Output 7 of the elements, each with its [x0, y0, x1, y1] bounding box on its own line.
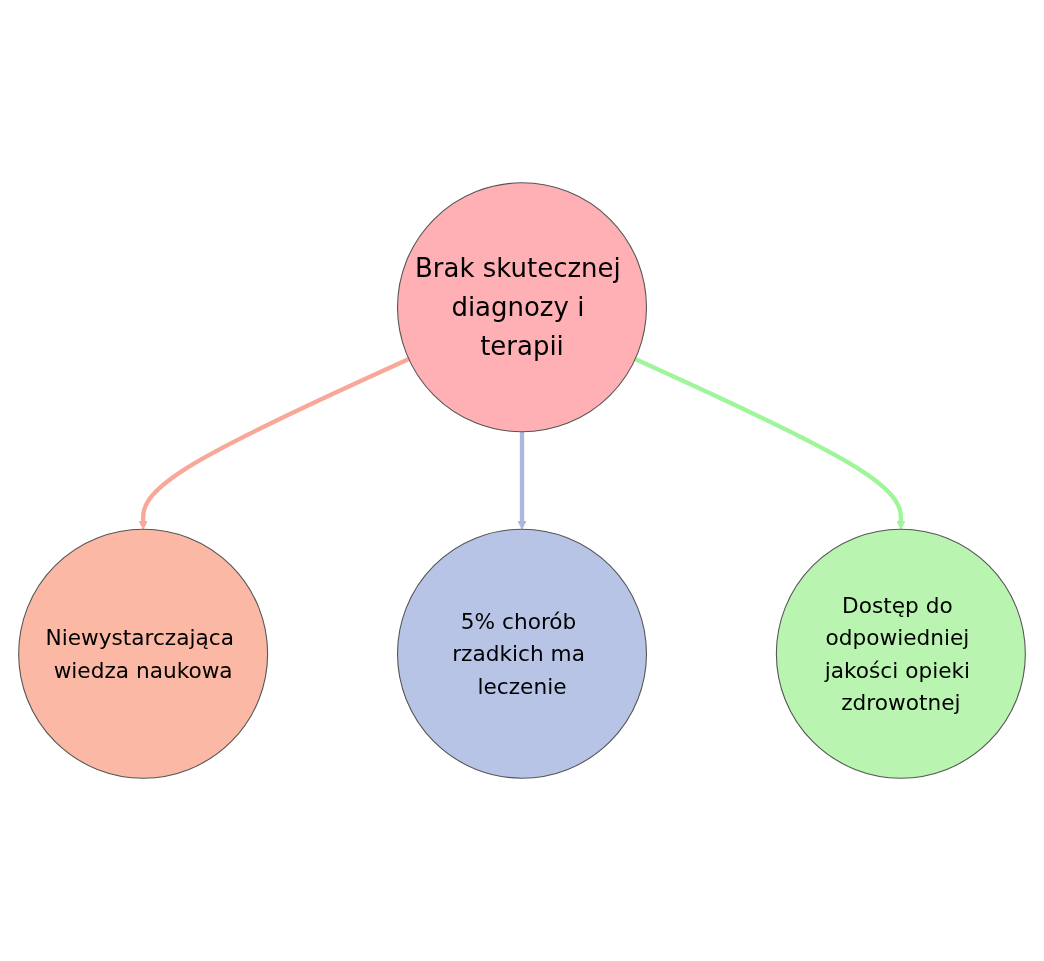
- node-circle: Niewystarczająca wiedza naukowa: [18, 528, 269, 779]
- node-circle: 5% chorób rzadkich ma leczenie: [396, 528, 647, 779]
- arrow: [138, 357, 410, 530]
- arrow: [517, 431, 527, 530]
- node-circle: Dostęp do odpowiedniej jakości opieki zdrowotnej: [775, 528, 1026, 779]
- arrow: [634, 357, 906, 530]
- node-circle: Brak skutecznej diagnozy i terapii: [396, 182, 647, 433]
